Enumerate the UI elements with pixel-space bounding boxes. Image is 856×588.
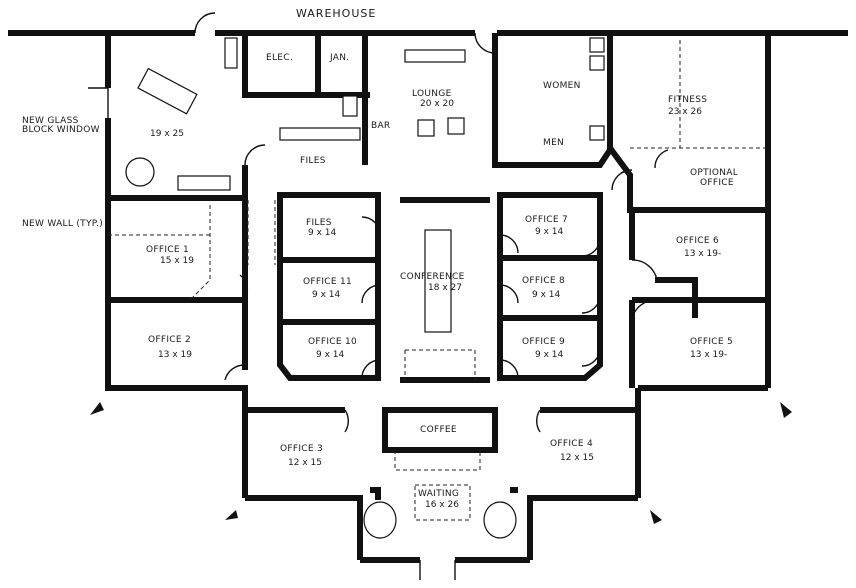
lounge-dim: 20 x 20 [420,99,454,109]
glass-block-note-2: BLOCK WINDOW [22,125,100,135]
jan-label: JAN. [329,53,349,63]
bar-label: BAR [371,121,391,131]
office1-label: OFFICE 1 [146,245,189,255]
fitness-dim: 23 x 26 [668,107,702,117]
files-top-label: FILES [300,156,326,166]
waiting-label: WAITING [418,489,459,499]
conference-dim: 18 x 27 [428,283,462,293]
office6-label: OFFICE 6 [676,236,719,246]
office2-dim: 13 x 19 [158,350,192,360]
warehouse-label: WAREHOUSE [296,7,376,20]
elec-label: ELEC. [266,53,293,63]
office4-label: OFFICE 4 [550,439,593,449]
waiting-dim: 16 x 26 [425,500,459,510]
interior-walls [108,33,768,500]
office11-dim: 9 x 14 [312,290,341,300]
office3-dim: 12 x 15 [288,458,322,468]
fitness-label: FITNESS [668,95,707,105]
office2-label: OFFICE 2 [148,335,191,345]
doors-and-details [88,12,669,580]
women-label: WOMEN [543,81,581,91]
office10-label: OFFICE 10 [308,337,357,347]
optional-label-2: OFFICE [700,178,734,188]
files-mid-label: FILES [306,218,332,228]
office3-label: OFFICE 3 [280,444,323,454]
office7-dim: 9 x 14 [535,227,564,237]
office6-dim: 13 x 19- [684,249,721,259]
office11-label: OFFICE 11 [303,277,352,287]
office4-dim: 12 x 15 [560,453,594,463]
office9-dim: 9 x 14 [535,350,564,360]
main-office-dim: 19 x 25 [150,129,184,139]
office5-label: OFFICE 5 [690,337,733,347]
office10-dim: 9 x 14 [316,350,345,360]
new-wall-note: NEW WALL (TYP.) [22,219,103,229]
furniture [125,37,605,539]
dashed-lines [108,40,768,521]
labels: WAREHOUSE NEW GLASS BLOCK WINDOW NEW WAL… [22,7,738,510]
office8-label: OFFICE 8 [522,276,565,286]
office7-label: OFFICE 7 [525,215,568,225]
files-mid-dim: 9 x 14 [308,228,337,238]
conference-label: CONFERENCE [400,272,465,282]
office8-dim: 9 x 14 [532,290,561,300]
office1-dim: 15 x 19 [160,256,194,266]
lounge-label: LOUNGE [412,89,452,99]
coffee-label: COFFEE [420,425,457,435]
glass-block-note-1: NEW GLASS [22,116,79,126]
men-label: MEN [543,138,564,148]
optional-label-1: OPTIONAL [690,168,738,178]
office5-dim: 13 x 19- [690,350,727,360]
direction-arrows [90,402,792,524]
office9-label: OFFICE 9 [522,337,565,347]
